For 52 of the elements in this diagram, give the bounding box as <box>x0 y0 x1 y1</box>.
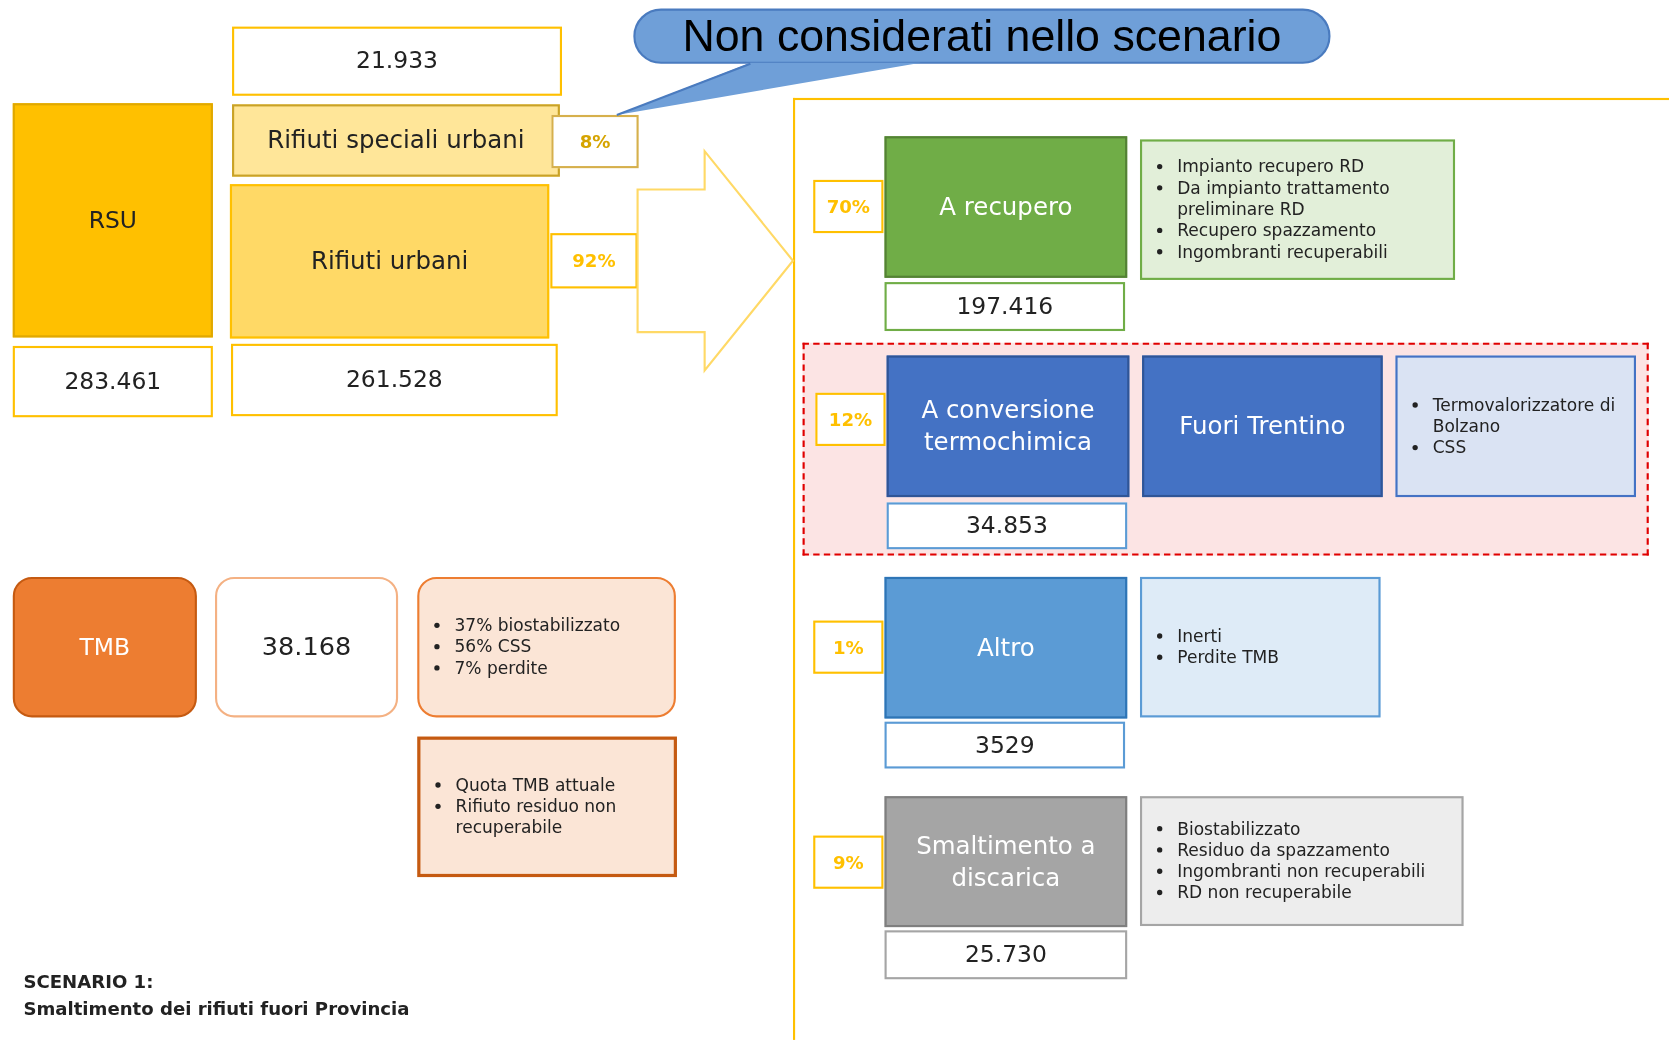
dashed-region <box>802 342 1649 556</box>
percent-box: 92% <box>550 233 638 289</box>
percent-box: 9% <box>813 835 884 889</box>
bullet-text: Biostabilizzato <box>1177 818 1301 840</box>
block-arrow <box>636 148 795 374</box>
bullet-text: Recupero spazzamento <box>1177 220 1377 242</box>
bullet-text: Rifiuto residuo non recuperabile <box>455 796 618 839</box>
value-box: 38.168 <box>215 576 399 718</box>
caption-text: SCENARIO 1: <box>23 970 154 993</box>
value-box: 261.528 <box>231 343 558 417</box>
list-box <box>417 736 677 878</box>
caption-text: Smaltimento dei rifiuti fuori Provincia <box>23 998 410 1020</box>
bullet-text: Residuo da spazzamento <box>1177 839 1390 862</box>
destination-box: Fuori Trentino <box>1142 355 1383 498</box>
bullet-text: Inerti <box>1177 625 1222 648</box>
list-box <box>1140 576 1381 718</box>
bullet-text: Quota TMB attuale <box>455 774 616 797</box>
value-box: 25.730 <box>884 930 1128 980</box>
percent-box: 8% <box>551 114 639 169</box>
panel-frame <box>793 97 1669 1040</box>
percent-box: 1% <box>813 620 884 674</box>
bullet-text: CSS <box>1432 436 1467 459</box>
list-box <box>417 576 676 718</box>
bullet-text: Perdite TMB <box>1177 647 1279 669</box>
process-box: TMB <box>12 576 197 718</box>
value-box: 3529 <box>884 721 1126 769</box>
value-box: 197.416 <box>884 282 1126 332</box>
list-box <box>1140 139 1456 280</box>
bullet-text: RD non recuperabile <box>1177 882 1352 904</box>
outcome-box: Smaltimento a discarica <box>884 796 1128 928</box>
value-box: 21.933 <box>232 26 562 96</box>
outcome-box: A recupero <box>884 136 1128 278</box>
outcome-box: Altro <box>884 576 1128 719</box>
list-box <box>1140 796 1464 927</box>
list-box <box>1395 355 1636 498</box>
category-box: Rifiuti speciali urbani <box>232 104 560 177</box>
percent-box: 12% <box>815 392 886 446</box>
category-box: Rifiuti urbani <box>229 184 550 339</box>
bullet-text: Impianto recupero RD <box>1177 156 1365 178</box>
bullet-text: Ingombranti recuperabili <box>1177 241 1388 263</box>
bullet-text: Da impianto trattamento preliminare RD <box>1177 177 1391 221</box>
bullet-text: 56% CSS <box>454 636 532 658</box>
bullet-text: Ingombranti non recuperabili <box>1177 861 1426 883</box>
leader-line <box>616 62 751 116</box>
bullet-text: 7% perdite <box>454 657 548 680</box>
value-box: 34.853 <box>886 502 1128 550</box>
outcome-box: A conversione termochimica <box>886 355 1130 498</box>
value-box: 283.461 <box>12 345 213 418</box>
percent-box: 70% <box>813 179 884 234</box>
bullet-text: 37% biostabilizzato <box>454 615 621 637</box>
bullet-text: Termovalorizzatore di Bolzano <box>1432 394 1617 437</box>
category-box: RSU <box>12 103 213 338</box>
